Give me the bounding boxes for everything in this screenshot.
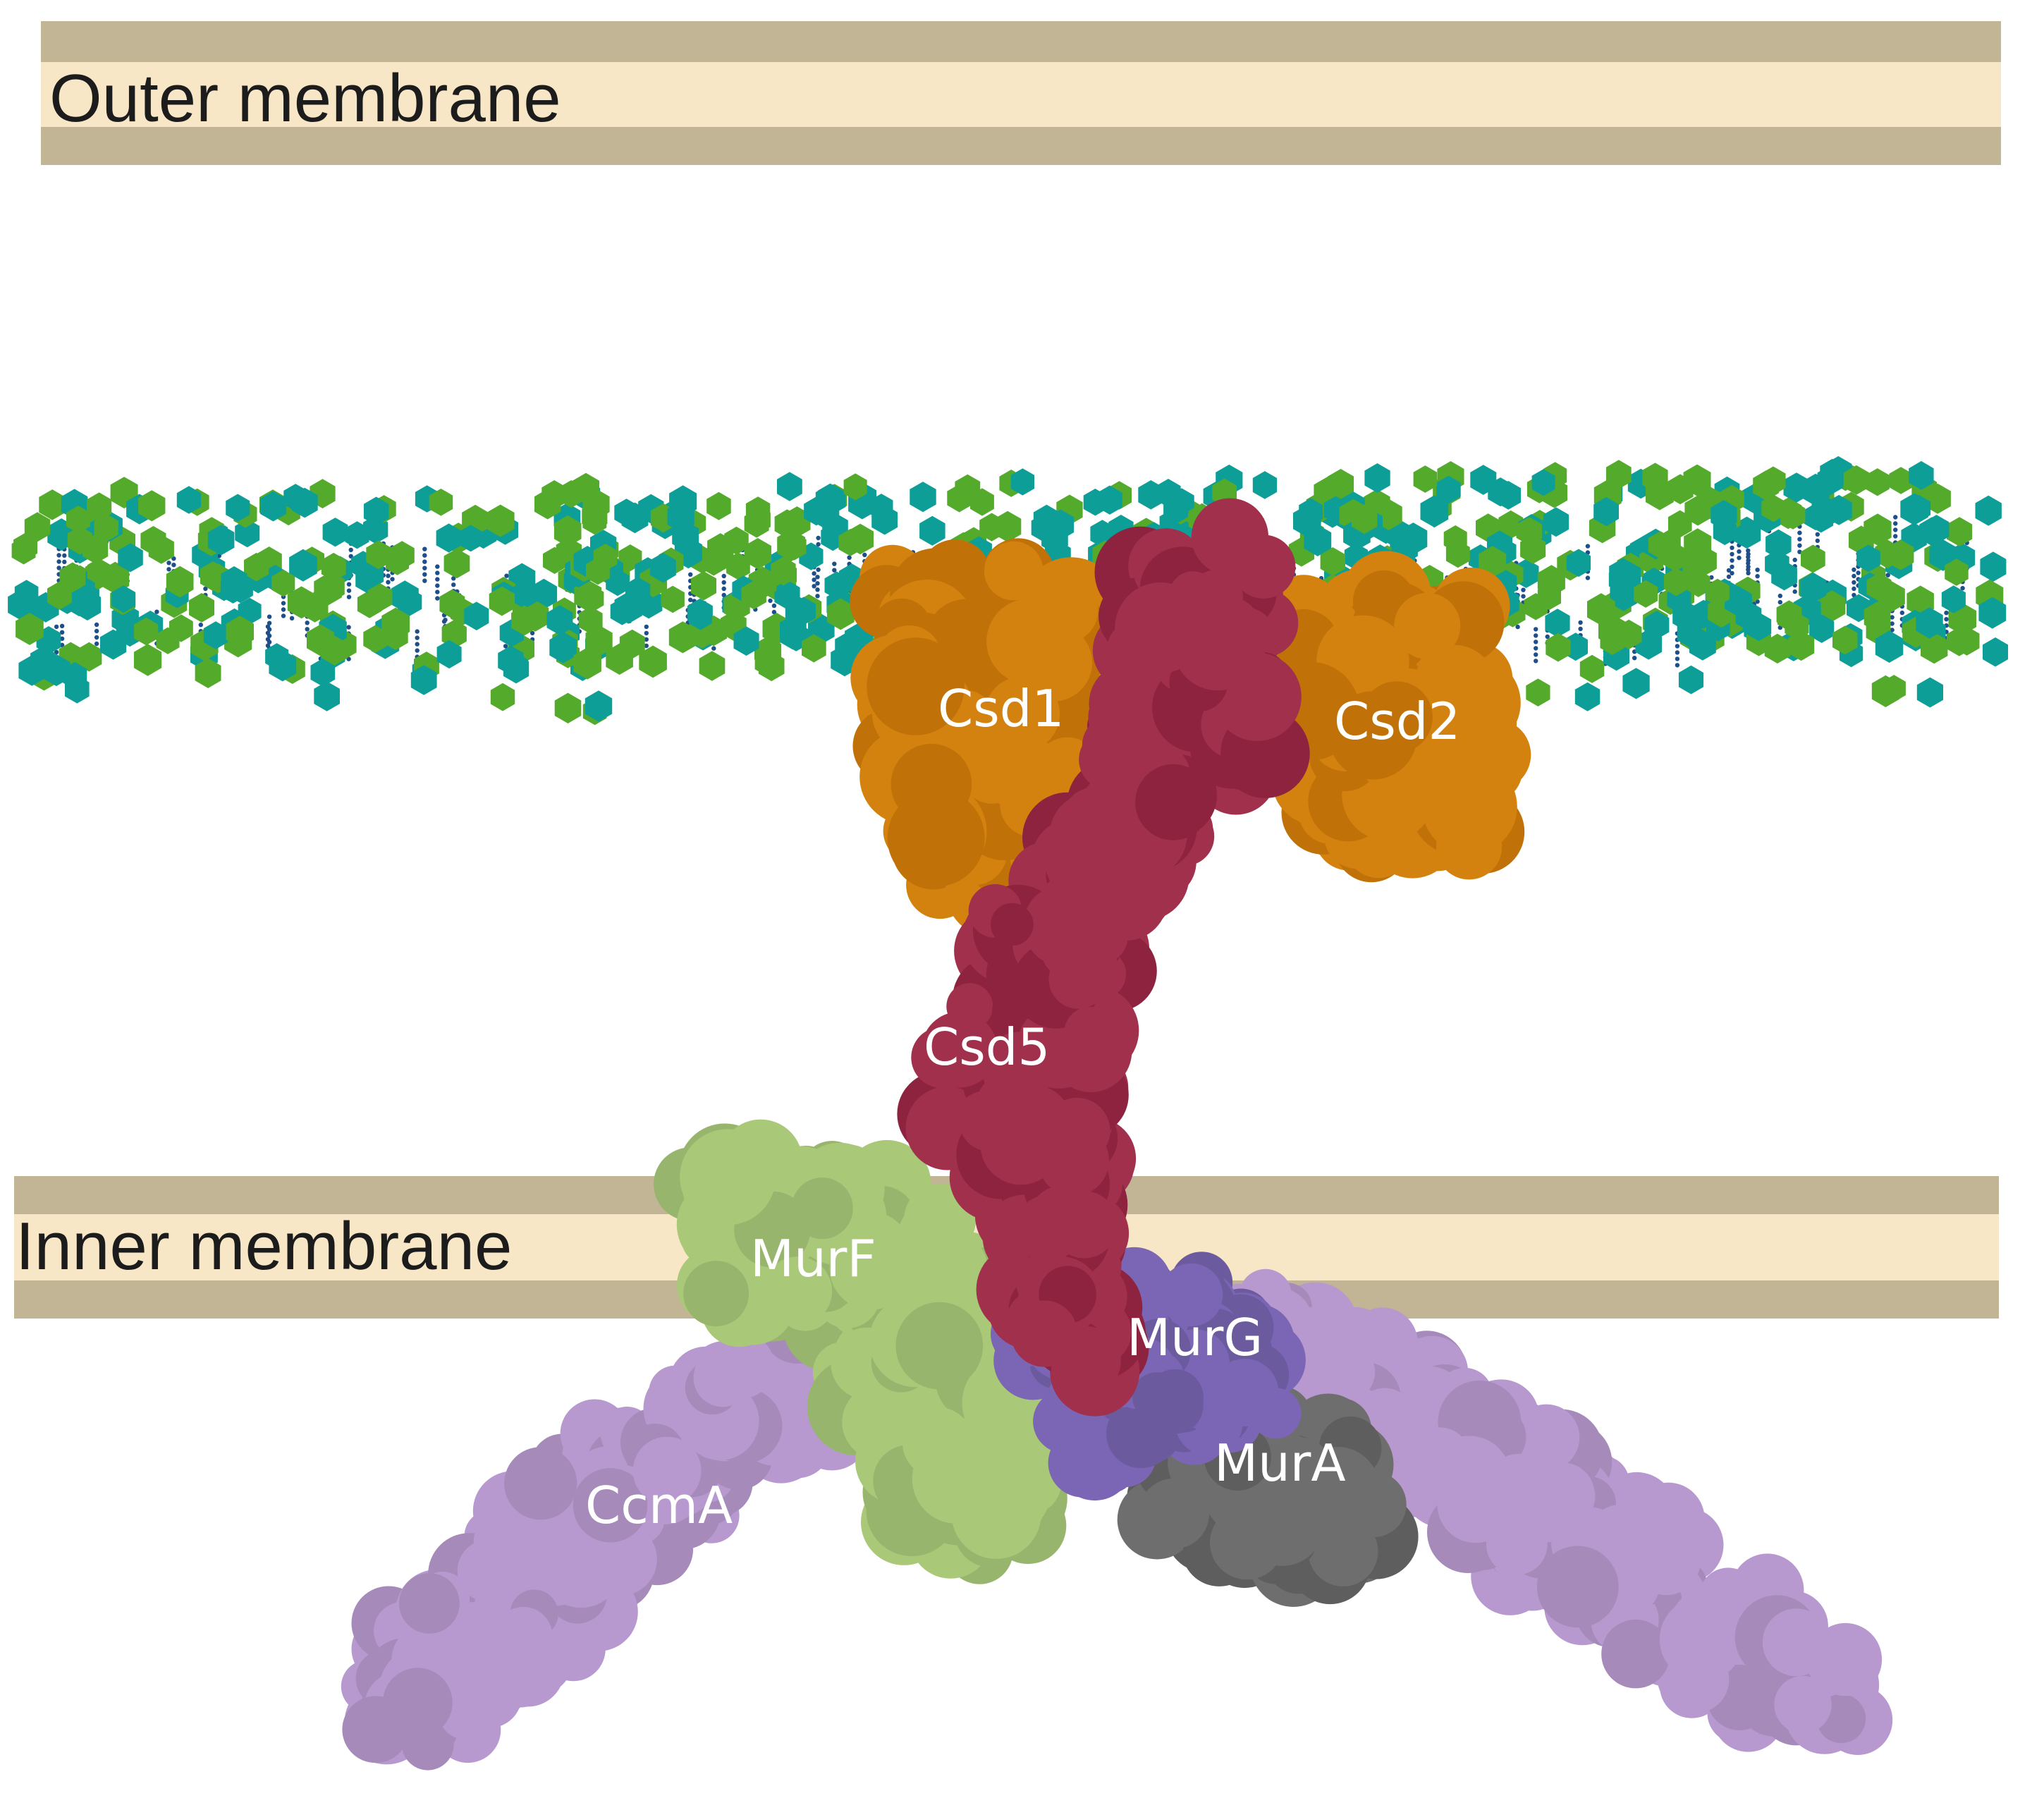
csd2-protein — [1253, 551, 1531, 883]
protein-labels: Csd1 Csd2 Csd5 MurF MurG MurA CcmA — [585, 679, 1460, 1535]
outer-membrane: Outer membrane — [41, 21, 2001, 165]
murf-label: MurF — [750, 1229, 876, 1288]
outer-membrane-label: Outer membrane — [49, 61, 561, 136]
csd5-label: Csd5 — [924, 1017, 1050, 1077]
csd2-label: Csd2 — [1334, 692, 1460, 751]
csd5-protein — [897, 498, 1310, 1417]
inner-membrane-label: Inner membrane — [16, 1209, 512, 1284]
murg-label: MurG — [1127, 1308, 1263, 1367]
csd1-label: Csd1 — [938, 679, 1064, 738]
csd1-protein — [850, 538, 1126, 938]
ccma-label: CcmA — [585, 1476, 733, 1535]
mura-label: MurA — [1214, 1433, 1346, 1493]
